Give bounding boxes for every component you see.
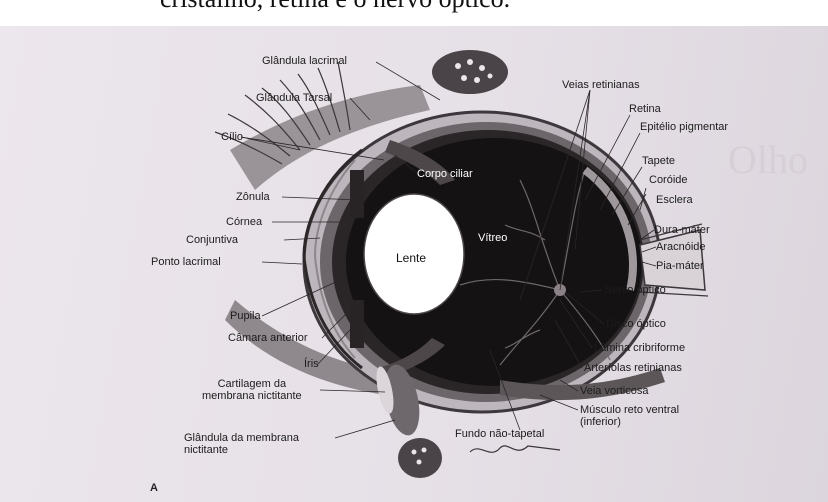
iris-upper [350, 170, 364, 218]
orbital-bone-bottom [398, 438, 442, 478]
label-conjuntiva: Conjuntiva [186, 234, 238, 246]
label-tapete: Tapete [642, 155, 675, 167]
label-epitelio-pigmentar: Epitélio pigmentar [640, 121, 728, 133]
label-glandula-membrana: Glândula da membrana nictitante [184, 432, 299, 456]
iris-lower [350, 300, 364, 348]
label-vitreo: Vítreo [478, 232, 507, 244]
label-veias-retinianas: Veias retinianas [562, 79, 640, 91]
label-pupila: Pupila [230, 310, 261, 322]
label-zonula: Zônula [236, 191, 270, 203]
label-dura-mater: Dura-máter [654, 224, 710, 236]
label-retina: Retina [629, 103, 661, 115]
label-camara-anterior: Câmara anterior [228, 332, 307, 344]
label-cornea: Córnea [226, 216, 262, 228]
label-fundo-nao-tapetal: Fundo não-tapetal [455, 428, 544, 440]
label-arteriolas-retinianas: Arteríolas retinianas [584, 362, 682, 374]
label-pia-mater: Pia-máter [656, 260, 704, 272]
label-glandula-lacrimal: Glândula lacrimal [262, 55, 347, 67]
label-nervo-optico: Nervo óptico [604, 284, 666, 296]
label-glandula-tarsal: Glândula Tarsal [256, 92, 332, 104]
label-lente: Lente [396, 252, 426, 264]
label-musculo-reto-ventral: Músculo reto ventral (inferior) [580, 404, 679, 428]
label-esclera: Esclera [656, 194, 693, 206]
label-ponto-lacrimal: Ponto lacrimal [151, 256, 221, 268]
label-lamina-cribriforme: Lâmina cribriforme [594, 342, 685, 354]
label-veia-vorticosa: Veia vorticosa [580, 385, 648, 397]
label-iris: Íris [304, 358, 319, 370]
label-aracnoide: Aracnóide [656, 241, 706, 253]
artist-signature [470, 446, 560, 452]
label-coroide: Coróide [649, 174, 688, 186]
orbital-bone-top [432, 50, 508, 94]
label-disco-optico: Disco óptico [606, 318, 666, 330]
label-cilio: Cílio [221, 131, 243, 143]
panel-letter: A [150, 482, 158, 494]
label-cartilagem: Cartilagem da membrana nictitante [202, 378, 302, 402]
label-corpo-ciliar: Corpo ciliar [417, 168, 473, 180]
